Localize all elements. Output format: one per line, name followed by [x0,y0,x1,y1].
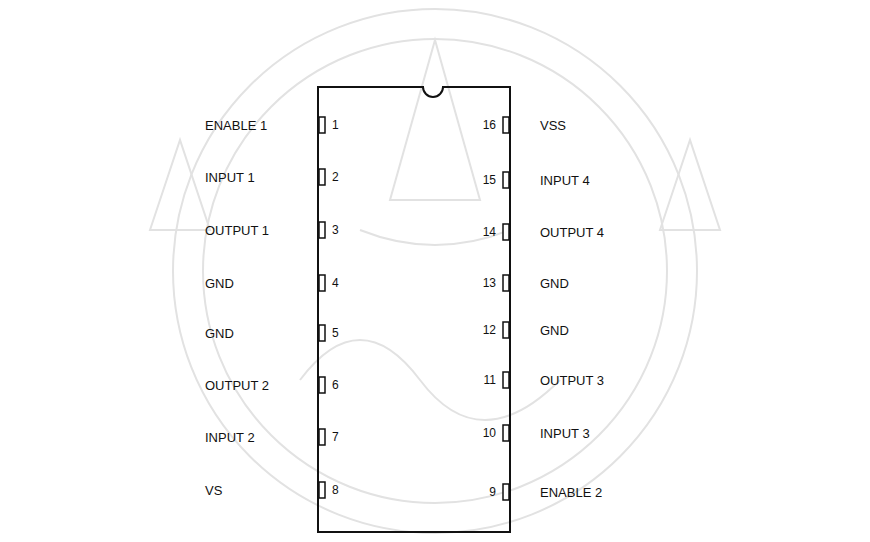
pin-number: 2 [332,171,339,183]
pin-lead [503,484,509,500]
pin-lead [503,322,509,338]
pin-lead [319,482,325,498]
pin-lead [319,275,325,291]
pin-lead [319,429,325,445]
pin-number: 11 [484,374,496,386]
pin-name: GND [205,277,234,290]
pin-name: VSS [540,119,566,132]
pin-number: 3 [332,224,339,236]
pin-number: 6 [332,379,339,391]
pin-name: VS [205,484,222,497]
pin-number: 16 [483,119,496,131]
pin-number: 8 [332,484,339,496]
ic-body [318,87,510,532]
pin-lead [319,117,325,133]
pin-name: ENABLE 2 [540,486,602,499]
pin-number: 1 [332,119,339,131]
pin-lead [503,275,509,291]
pin-name: OUTPUT 3 [540,374,604,387]
pin-lead [503,425,509,441]
pin-number: 13 [483,277,496,289]
pin-lead [503,117,509,133]
pin-number: 4 [332,277,339,289]
pin-name: INPUT 1 [205,171,255,184]
pin-lead [319,325,325,341]
pin-name: ENABLE 1 [205,119,267,132]
pin-name: INPUT 3 [540,427,590,440]
pin-lead [319,222,325,238]
pin-number: 5 [332,327,339,339]
pin-name: GND [540,277,569,290]
pin-lead [503,224,509,240]
pin-name: GND [540,324,569,337]
pin-lead [503,372,509,388]
pin-number: 7 [332,431,339,443]
pin-name: INPUT 2 [205,431,255,444]
pin-number: 10 [483,427,496,439]
pin-number: 14 [483,226,496,238]
pin-number: 15 [483,174,496,186]
pin-name: INPUT 4 [540,174,590,187]
pin-name: OUTPUT 2 [205,379,269,392]
pin-number: 9 [489,486,496,498]
pin-number: 12 [483,324,496,336]
pin-lead [503,172,509,188]
pin-lead [319,377,325,393]
pin-lead [319,169,325,185]
pin-name: OUTPUT 1 [205,224,269,237]
pin-name: OUTPUT 4 [540,226,604,239]
pin-name: GND [205,327,234,340]
